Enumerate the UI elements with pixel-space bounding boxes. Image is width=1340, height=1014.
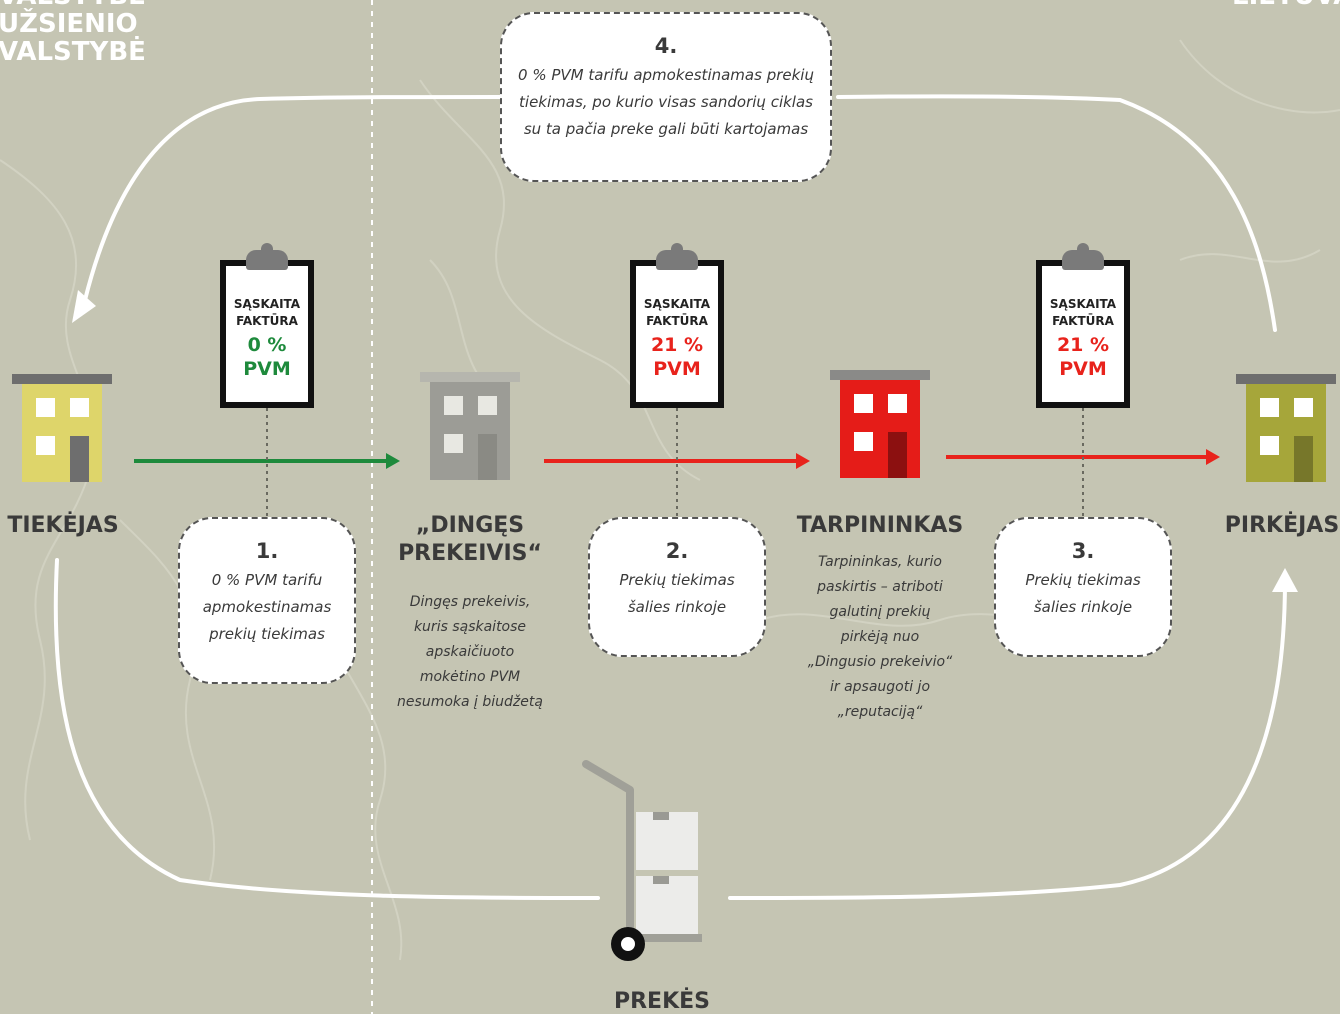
buyer-label: PIRKĖJAS [1224,513,1340,538]
invoice-vat-rate: 21 % [1056,334,1110,356]
step-text-line: apmokestinamas [202,598,332,616]
description-line: kuris sąskaitose [413,619,527,635]
description-line: Dingęs prekeivis, [409,594,531,610]
hand-truck-icon [582,760,702,961]
step-1-bubble: 1. 0 % PVM tarifu apmokestinamas prekių … [178,517,356,684]
step-number: 1. [255,539,279,563]
step-4-bubble: 4. 0 % PVM tarifu apmokestinamas prekių … [500,12,832,182]
invoice-title-line-2: FAKTŪRA [236,314,298,328]
lithuania-label: LIETUVA [1232,0,1340,10]
invoice-paper: SĄSKAITA FAKTŪRA 21 % PVM [636,266,718,402]
clipboard-clip-icon [656,243,698,270]
invoice-vat-rate: 0 % [247,334,287,356]
supplier-label: TIEKĖJAS [7,513,119,538]
description-line: Tarpininkas, kurio [818,554,942,570]
step-text-line: 0 % PVM tarifu apmokestinamas prekių [518,66,814,84]
step-number: 4. [654,34,678,58]
missing-trader-building-icon [420,372,520,480]
description-line: pirkėją nuo [840,629,920,645]
missing-trader-label: „DINGĘS PREKEIVIS“ [392,512,548,568]
clipboard-clip-icon [246,243,288,270]
description-line: „reputaciją“ [837,704,923,720]
intermediary-label: TARPININKAS [796,513,964,538]
description-line: paskirtis – atriboti [817,579,943,595]
invoice-title-line-1: SĄSKAITA [1049,297,1117,311]
invoice-title-line-2: FAKTŪRA [1052,314,1114,328]
step-text-line: šalies rinkoje [1033,598,1133,616]
description-line: ir apsaugoti jo [829,679,931,695]
intermediary-building-icon [830,370,930,478]
foreign-state-label: VALSTYBĖ UŽSIENIO VALSTYBĖ [0,0,146,66]
cycle-arrow-bottom-right [728,578,1287,900]
invoice-vat-label: PVM [653,358,701,380]
invoice-title-line-1: SĄSKAITA [233,297,301,311]
supplier-building-icon [12,374,112,482]
cycle-arrow-bottom-left [53,558,600,900]
cycle-arrow-head-left [72,290,96,323]
goods-label: PREKĖS [613,989,710,1014]
step-number: 3. [1071,539,1095,563]
foreign-state-label-line-3: VALSTYBĖ [0,37,146,67]
invoice-vat-label: PVM [1059,358,1107,380]
missing-trader-label-line-1: „DINGĘS [415,513,525,538]
description-line: „Dingusio prekeivio“ [807,654,953,670]
buyer-building-icon [1236,374,1336,482]
step-number: 2. [665,539,689,563]
flow-arrow-green-head [386,453,400,469]
step-2-bubble: 2. Prekių tiekimas šalies rinkoje [588,517,766,657]
description-line: mokėtino PVM [419,669,521,685]
step-text-line: Prekių tiekimas [1025,571,1141,589]
step-text-line: 0 % PVM tarifu [211,571,323,589]
step-text-line: šalies rinkoje [627,598,727,616]
invoice-paper: SĄSKAITA FAKTŪRA 21 % PVM [1042,266,1124,402]
description-line: galutinį prekių [829,604,931,620]
invoice-0-percent: SĄSKAITA FAKTŪRA 0 % PVM [220,243,314,408]
invoice-title-line-2: FAKTŪRA [646,314,708,328]
lithuania-label-text: LIETUVA [1232,0,1340,10]
clipboard-clip-icon [1062,243,1104,270]
flow-arrow-red-1-head [796,453,810,469]
description-line: nesumoka į biudžetą [397,694,543,710]
invoice-vat-label: PVM [243,358,291,380]
invoice-connectors [266,408,1084,518]
step-text-line: su ta pačia preke gali būti kartojamas [523,120,809,138]
invoice-21-percent-second: SĄSKAITA FAKTŪRA 21 % PVM [1036,243,1130,408]
cycle-arrow-top-left [83,95,502,302]
foreign-state-label-line-1: VALSTYBĖ [0,0,146,10]
step-text-line: Prekių tiekimas [619,571,735,589]
missing-trader-description: Dingęs prekeivis, kuris sąskaitose apska… [388,590,552,715]
flow-arrow-red-2-head [1206,449,1220,465]
invoice-paper: SĄSKAITA FAKTŪRA 0 % PVM [226,266,308,402]
intermediary-description: Tarpininkas, kurio paskirtis – atriboti … [790,550,970,725]
description-line: apskaičiuoto [425,644,515,660]
step-text-line: tiekimas, po kurio visas sandorių ciklas [519,93,813,111]
step-3-bubble: 3. Prekių tiekimas šalies rinkoje [994,517,1172,657]
cycle-arrows [53,94,1287,900]
cycle-arrow-head-right [1272,568,1298,592]
step-text-line: prekių tiekimas [209,625,325,643]
cycle-arrow-top [836,94,1277,332]
invoice-21-percent-first: SĄSKAITA FAKTŪRA 21 % PVM [630,243,724,408]
missing-trader-label-line-2: PREKEIVIS“ [398,541,542,566]
invoice-vat-rate: 21 % [650,334,704,356]
invoice-title-line-1: SĄSKAITA [643,297,711,311]
foreign-state-label-line-2: UŽSIENIO [0,9,138,39]
